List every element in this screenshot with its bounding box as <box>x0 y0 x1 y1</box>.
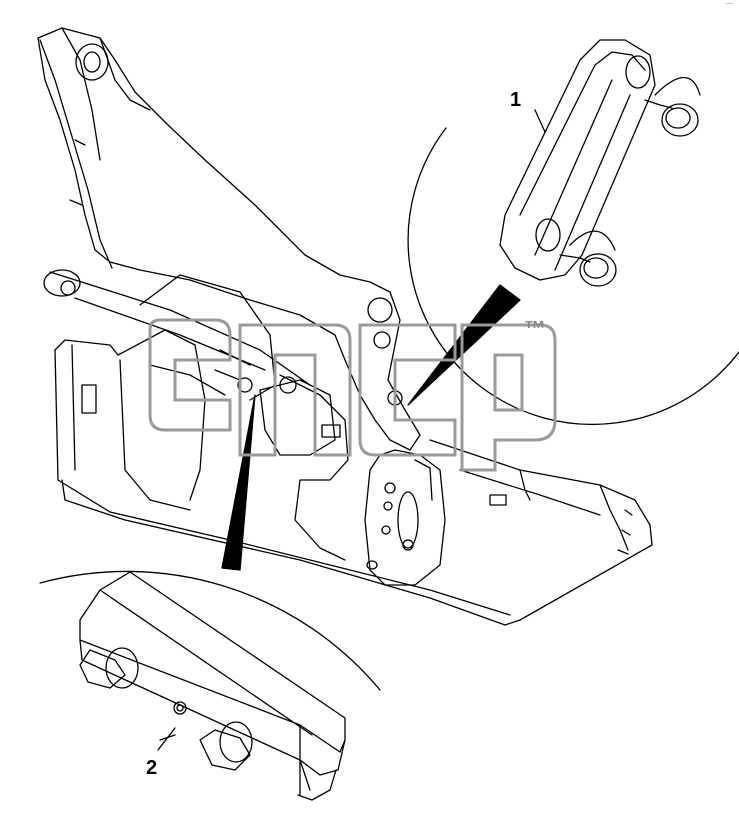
leader-1 <box>534 109 546 133</box>
pin-bracket <box>499 39 701 287</box>
corner-mark: — <box>726 0 733 7</box>
watermark-logo <box>148 318 557 472</box>
callout-1: 1 <box>510 89 522 111</box>
loader-arm <box>37 27 421 451</box>
leader-2 <box>157 727 176 751</box>
coupler-right <box>364 449 446 586</box>
channel-plate <box>79 571 346 801</box>
trademark-symbol: ™ <box>524 316 546 341</box>
attach-frame <box>117 274 349 561</box>
callout-2: 2 <box>146 757 158 779</box>
detail-circle-2 <box>39 394 381 691</box>
detail-circle-1 <box>407 127 739 426</box>
cross-tube <box>43 269 311 386</box>
